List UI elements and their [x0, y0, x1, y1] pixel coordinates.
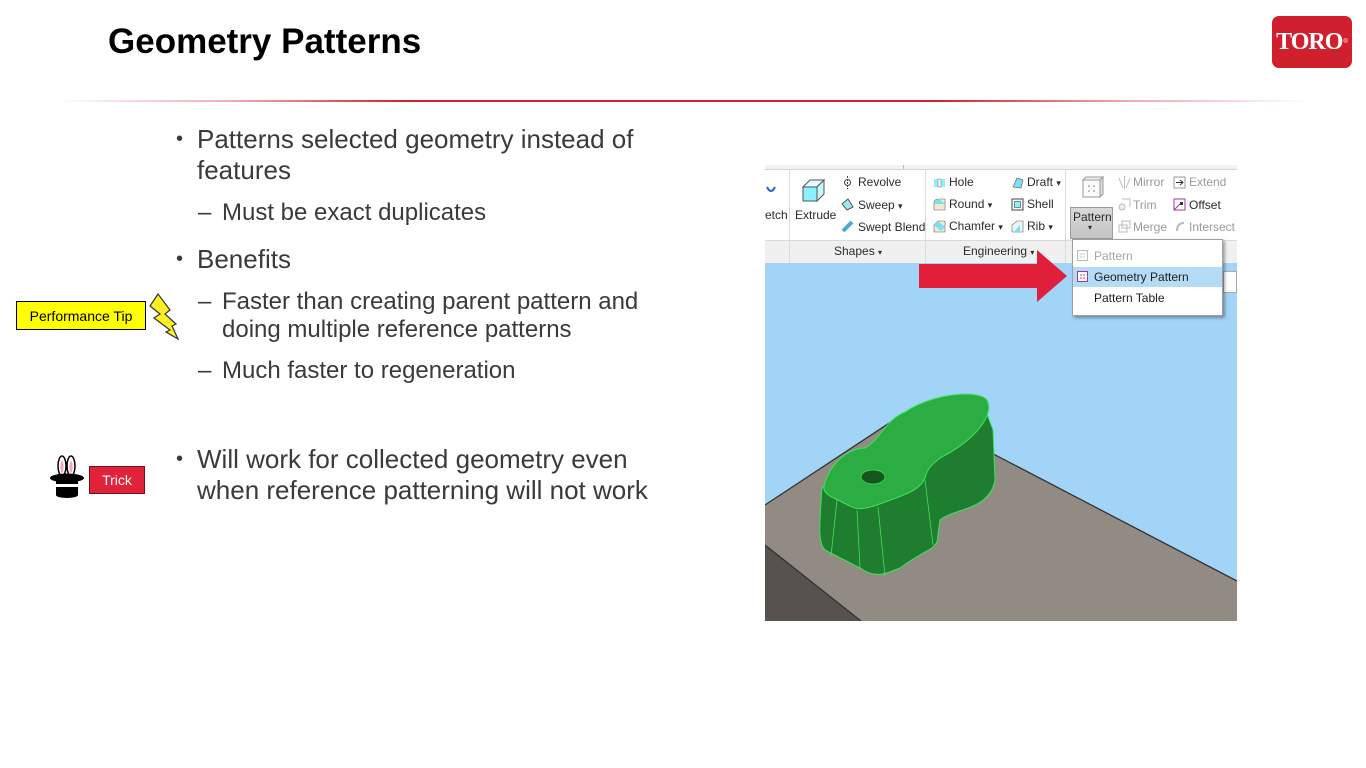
extrude-icon[interactable]	[800, 177, 826, 203]
pattern-icon	[1077, 250, 1088, 261]
chamfer-icon	[933, 220, 946, 233]
creo-screenshot: etch Extrude Revolve Sweep ▾ Swept Blend…	[765, 165, 1237, 621]
sweep-icon	[841, 198, 854, 211]
lightning-bolt-icon	[149, 292, 180, 340]
menu-item-geometry-pattern[interactable]: Geometry Pattern	[1073, 267, 1222, 287]
trim-icon	[1118, 198, 1131, 211]
sketch-icon[interactable]	[765, 179, 777, 197]
sweep-button[interactable]: Sweep ▾	[858, 198, 903, 212]
chevron-down-icon: ▾	[1088, 223, 1093, 232]
pattern-dropdown-menu: Pattern Geometry Pattern Pattern Table	[1072, 239, 1223, 316]
bullet-glyph: •	[176, 128, 184, 150]
hole-button[interactable]: Hole	[949, 175, 974, 189]
hole-icon	[934, 178, 945, 188]
merge-button[interactable]: Merge	[1133, 220, 1168, 234]
logo-text: TORO	[1276, 28, 1343, 55]
menu-item-pattern-table[interactable]: Pattern Table	[1094, 291, 1165, 305]
toro-logo: TORO®	[1272, 16, 1352, 68]
trick-label: Trick	[89, 466, 145, 494]
performance-tip-label: Performance Tip	[16, 301, 146, 330]
swept-blend-button[interactable]: Swept Blend	[858, 220, 926, 234]
extend-button[interactable]: Extend	[1189, 175, 1227, 189]
revolve-button[interactable]: Revolve	[858, 175, 902, 189]
3d-model-render	[765, 370, 1237, 621]
red-arrow-pointer	[919, 250, 1067, 302]
sketch-button[interactable]: etch	[765, 208, 788, 222]
magic-hat-rabbit-icon	[50, 455, 84, 498]
shapes-group-label[interactable]: Shapes ▾	[834, 244, 883, 258]
swept-blend-icon	[841, 220, 854, 233]
pattern-button[interactable]: Pattern ▾	[1070, 207, 1113, 239]
registered-mark: ®	[1343, 39, 1348, 45]
offset-icon	[1173, 198, 1186, 211]
draft-icon	[1012, 177, 1024, 189]
slide-title: Geometry Patterns	[108, 22, 422, 61]
extrude-button[interactable]: Extrude	[795, 208, 837, 222]
revolve-icon	[844, 176, 851, 189]
mirror-icon	[1118, 176, 1131, 189]
rib-button[interactable]: Rib ▾	[1027, 219, 1053, 233]
intersect-icon	[1176, 222, 1185, 232]
chamfer-button[interactable]: Chamfer ▾	[949, 219, 1003, 233]
shell-button[interactable]: Shell	[1027, 197, 1054, 211]
geometry-pattern-icon	[1077, 271, 1088, 282]
pattern-icon	[1081, 176, 1105, 199]
menu-item-pattern[interactable]: Pattern	[1073, 246, 1222, 266]
round-button[interactable]: Round ▾	[949, 197, 993, 211]
engineering-group-label[interactable]: Engineering ▾	[963, 244, 1035, 258]
ribbon-toolbar: etch Extrude Revolve Sweep ▾ Swept Blend…	[765, 165, 1237, 263]
offset-button[interactable]: Offset	[1189, 198, 1221, 212]
model-viewport	[765, 370, 1237, 621]
shell-icon	[1011, 198, 1024, 211]
merge-icon	[1118, 220, 1131, 233]
draft-button[interactable]: Draft ▾	[1027, 175, 1061, 189]
title-divider	[55, 100, 1310, 102]
round-icon	[933, 198, 946, 211]
extend-icon	[1173, 176, 1186, 189]
trim-button[interactable]: Trim	[1133, 198, 1157, 212]
intersect-button[interactable]: Intersect	[1189, 220, 1236, 234]
rib-icon	[1011, 220, 1024, 233]
viewport-toolbar-fragment	[1223, 271, 1237, 293]
mirror-button[interactable]: Mirror	[1133, 175, 1165, 189]
